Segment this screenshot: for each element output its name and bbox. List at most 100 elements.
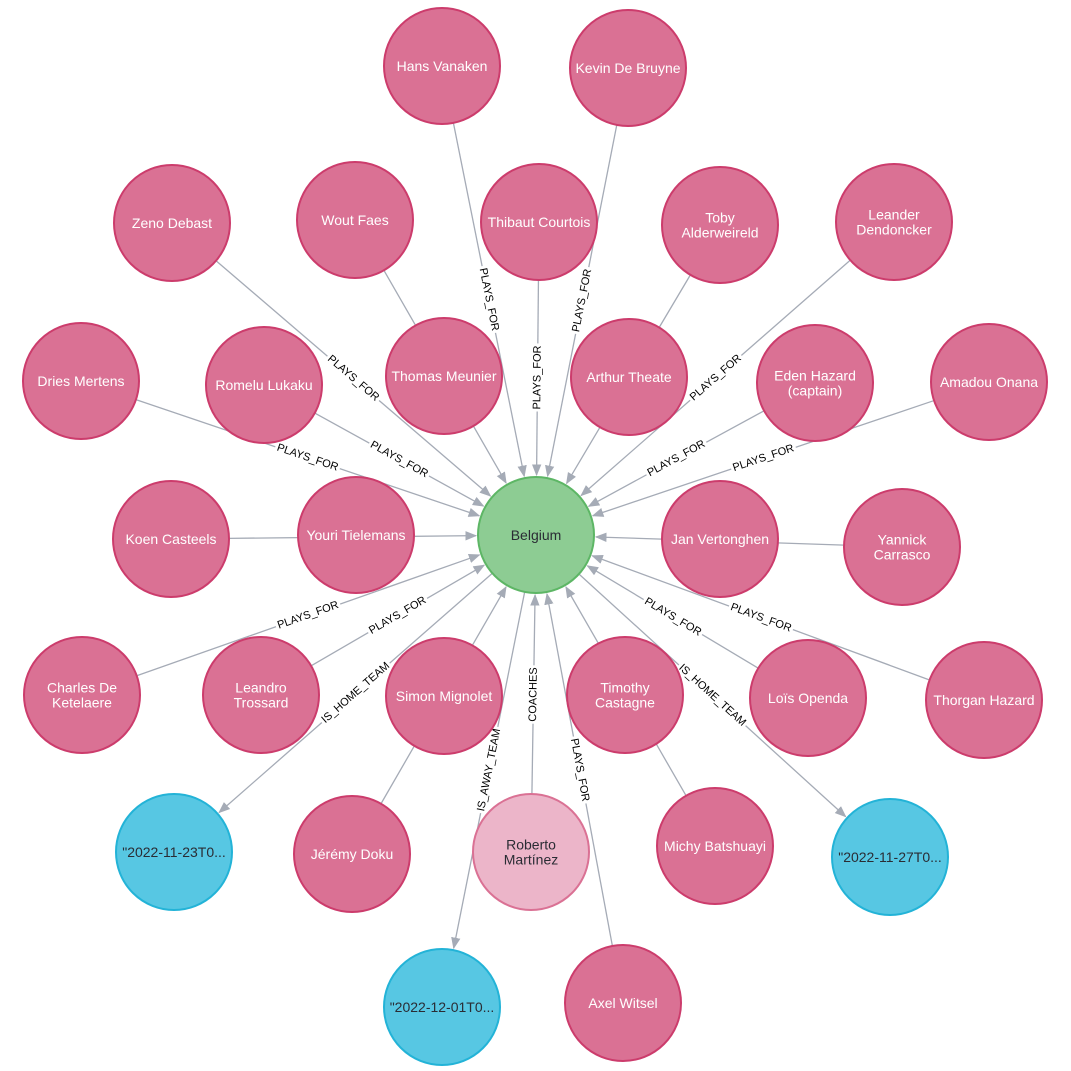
node-jeremy-doku[interactable]: Jérémy Doku	[293, 795, 411, 913]
coach-node-circle[interactable]	[472, 793, 590, 911]
edge-label-background	[273, 440, 343, 476]
edge-label: PLAYS_FOR	[688, 352, 744, 403]
edge-label-background	[728, 440, 798, 476]
player-node-circle[interactable]	[749, 639, 867, 757]
edge-thibaut-courtois-belgium[interactable]: PLAYS_FOR	[530, 279, 545, 477]
node-koen-casteels[interactable]: Koen Casteels	[112, 480, 230, 598]
player-node-circle[interactable]	[656, 787, 774, 905]
edge-label-background	[322, 350, 384, 406]
edge-label-group: PLAYS_FOR	[685, 350, 746, 406]
node-zeno-debast[interactable]: Zeno Debast	[113, 164, 231, 282]
node-arthur-theate[interactable]: Arthur Theate	[570, 318, 688, 436]
node-match-2022-12-01[interactable]: "2022-12-01T0...	[383, 948, 501, 1066]
player-node-circle[interactable]	[296, 161, 414, 279]
player-node-circle[interactable]	[843, 488, 961, 606]
edge-label-background	[526, 665, 541, 724]
edge-label: PLAYS_FOR	[729, 601, 793, 634]
node-hans-vanaken[interactable]: Hans Vanaken	[383, 7, 501, 125]
player-node-circle[interactable]	[113, 164, 231, 282]
node-thomas-meunier[interactable]: Thomas Meunier	[385, 317, 503, 435]
player-node-circle[interactable]	[202, 636, 320, 754]
edge-label-background	[643, 436, 710, 481]
player-node-circle[interactable]	[112, 480, 230, 598]
edge-label: PLAYS_FOR	[570, 268, 594, 333]
edge-label-group: PLAYS_FOR	[728, 440, 798, 476]
node-jan-vertonghen[interactable]: Jan Vertonghen	[661, 480, 779, 598]
edge-axel-witsel-belgium[interactable]: PLAYS_FOR	[544, 592, 614, 947]
node-eden-hazard[interactable]: Eden Hazard(captain)	[756, 324, 874, 442]
player-node-circle[interactable]	[383, 7, 501, 125]
edge-label-background	[726, 599, 796, 637]
edge-label-group: PLAYS_FOR	[643, 436, 710, 481]
node-belgium[interactable]: Belgium	[477, 476, 595, 594]
node-michy-batshuayi[interactable]: Michy Batshuayi	[656, 787, 774, 905]
edge-label-group: PLAYS_FOR	[475, 264, 503, 335]
edge-label: PLAYS_FOR	[477, 267, 501, 332]
edge-label: PLAYS_FOR	[645, 438, 707, 479]
player-node-circle[interactable]	[385, 317, 503, 435]
node-youri-tielemans[interactable]: Youri Tielemans	[297, 476, 415, 594]
edge-roberto-martinez-belgium[interactable]: COACHES	[526, 593, 541, 795]
edge-label-background	[364, 592, 431, 639]
edge-label: PLAYS_FOR	[367, 594, 428, 637]
node-axel-witsel[interactable]: Axel Witsel	[564, 944, 682, 1062]
node-thibaut-courtois[interactable]: Thibaut Courtois	[480, 163, 598, 281]
player-node-circle[interactable]	[23, 636, 141, 754]
edge-label: PLAYS_FOR	[275, 442, 340, 474]
player-node-circle[interactable]	[566, 636, 684, 754]
edge-label-group: PLAYS_FOR	[273, 597, 343, 634]
edge-label-group: PLAYS_FOR	[365, 436, 433, 483]
player-node-circle[interactable]	[569, 9, 687, 127]
edge-label: PLAYS_FOR	[642, 595, 703, 638]
node-kevin-de-bruyne[interactable]: Kevin De Bruyne	[569, 9, 687, 127]
edge-label-background	[475, 264, 503, 335]
edge-label-background	[365, 436, 433, 483]
player-node-circle[interactable]	[570, 318, 688, 436]
edge-label-group: IS_HOME_TEAM	[674, 659, 751, 731]
edge-label: PLAYS_FOR	[276, 599, 340, 632]
player-node-circle[interactable]	[205, 326, 323, 444]
player-node-circle[interactable]	[925, 641, 1043, 759]
node-wout-faes[interactable]: Wout Faes	[296, 161, 414, 279]
player-node-circle[interactable]	[930, 323, 1048, 441]
node-thorgan-hazard[interactable]: Thorgan Hazard	[925, 641, 1043, 759]
edge-label-background	[530, 343, 545, 412]
edge-label-group: PLAYS_FOR	[726, 599, 796, 637]
team-node-circle[interactable]	[477, 476, 595, 594]
match-node-circle[interactable]	[115, 793, 233, 911]
node-romelu-lukaku[interactable]: Romelu Lukaku	[205, 326, 323, 444]
edge-label-background	[273, 597, 343, 634]
player-node-circle[interactable]	[835, 163, 953, 281]
node-simon-mignolet[interactable]: Simon Mignolet	[385, 637, 503, 755]
node-lois-openda[interactable]: Loïs Openda	[749, 639, 867, 757]
edge-label: PLAYS_FOR	[325, 353, 381, 404]
player-node-circle[interactable]	[385, 637, 503, 755]
player-node-circle[interactable]	[564, 944, 682, 1062]
match-node-circle[interactable]	[383, 948, 501, 1066]
node-dries-mertens[interactable]: Dries Mertens	[22, 322, 140, 440]
player-node-circle[interactable]	[661, 480, 779, 598]
player-node-circle[interactable]	[293, 795, 411, 913]
node-match-2022-11-27[interactable]: "2022-11-27T0...	[831, 798, 949, 916]
edge-label-group: PLAYS_FOR	[364, 592, 431, 639]
node-amadou-onana[interactable]: Amadou Onana	[930, 323, 1048, 441]
edge-label-background	[568, 265, 596, 336]
player-node-circle[interactable]	[297, 476, 415, 594]
edge-label-group: PLAYS_FOR	[530, 343, 545, 412]
player-node-circle[interactable]	[480, 163, 598, 281]
player-node-circle[interactable]	[22, 322, 140, 440]
match-node-circle[interactable]	[831, 798, 949, 916]
player-node-circle[interactable]	[756, 324, 874, 442]
node-match-2022-11-23[interactable]: "2022-11-23T0...	[115, 793, 233, 911]
player-node-circle[interactable]	[661, 166, 779, 284]
edge-label: IS_HOME_TEAM	[676, 662, 748, 729]
edge-label-background	[473, 725, 505, 815]
